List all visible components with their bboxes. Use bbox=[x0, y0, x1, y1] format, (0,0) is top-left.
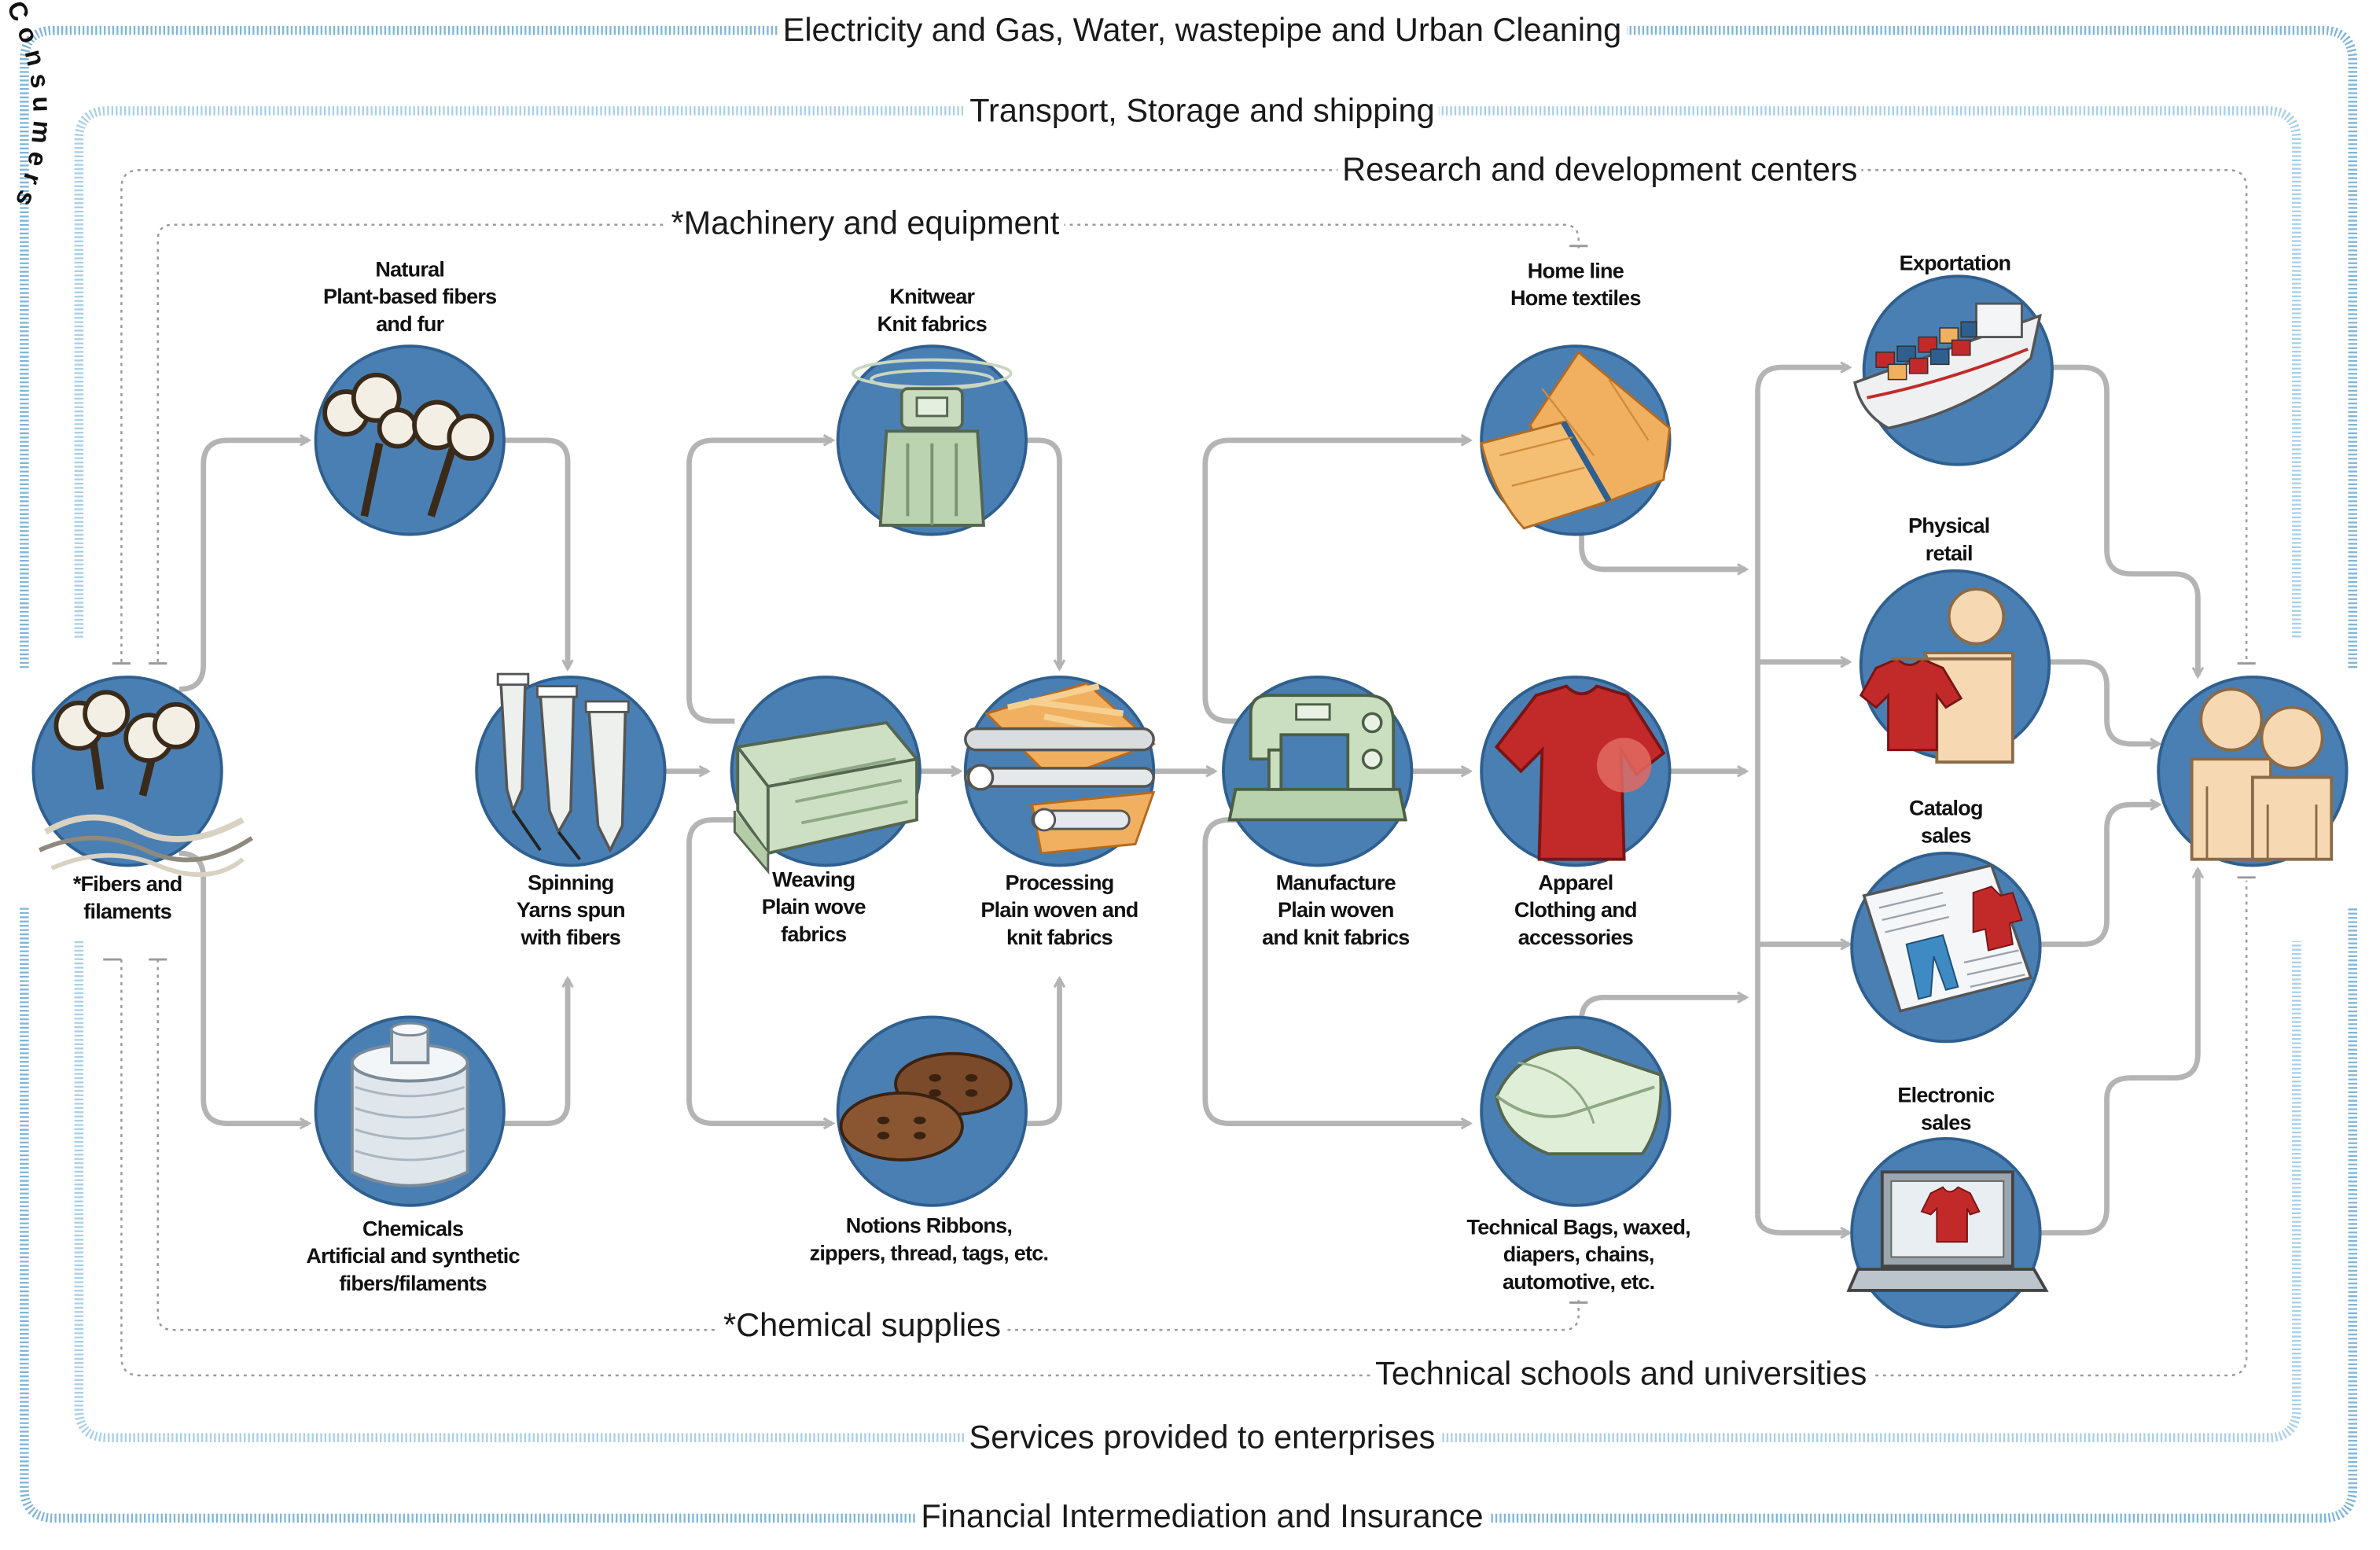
fabric-rollers-icon bbox=[964, 682, 1156, 855]
notions-node bbox=[836, 1015, 1028, 1207]
physical-retail-node bbox=[1859, 569, 2051, 764]
flow-arrows bbox=[178, 367, 2198, 1232]
frame-label-chemical-supplies: *Chemical supplies bbox=[719, 1307, 1006, 1344]
spinning-node bbox=[475, 672, 667, 867]
cotton-boll-icon bbox=[39, 690, 254, 878]
spinning-bobbins-icon bbox=[496, 672, 630, 860]
knitwear-node bbox=[836, 344, 1028, 536]
people-icon bbox=[2190, 687, 2334, 861]
laptop-icon bbox=[1846, 1170, 2049, 1292]
label-exportation: Exportation bbox=[1899, 250, 2011, 275]
label-notions: Notions Ribbons,zippers, thread, tags, e… bbox=[809, 1213, 1049, 1265]
frame-label-machinery: *Machinery and equipment bbox=[666, 204, 1065, 241]
exportation-node bbox=[1853, 274, 2054, 466]
cotton-plant-icon bbox=[322, 372, 495, 517]
natural-node bbox=[314, 344, 506, 536]
consumers-text: Consumers bbox=[2, 0, 50, 218]
thread-spool-icon bbox=[350, 1022, 469, 1187]
sewing-machine-icon bbox=[1227, 694, 1407, 822]
label-consumers: Consumers bbox=[2, 0, 57, 218]
chemicals-node bbox=[314, 1015, 506, 1207]
shirt-icon bbox=[1494, 684, 1666, 861]
electronic-sales-node bbox=[1846, 1136, 2049, 1329]
frame-label-research: Research and development centers bbox=[1337, 152, 1863, 189]
frame-label-schools: Technical schools and universities bbox=[1370, 1355, 1872, 1393]
frame-research bbox=[120, 168, 2248, 662]
weaving-node bbox=[730, 676, 921, 875]
loom-icon bbox=[733, 720, 918, 875]
shopper-icon bbox=[1859, 587, 2014, 764]
frame-schools bbox=[120, 880, 2248, 1377]
folded-cloth-icon bbox=[1495, 1046, 1663, 1156]
folded-towels-icon bbox=[1480, 350, 1672, 530]
home-node bbox=[1480, 344, 1672, 536]
label-technical: Technical Bags, waxed,diapers, chains,au… bbox=[1466, 1214, 1690, 1294]
frame-label-services: Services provided to enterprises bbox=[964, 1419, 1440, 1456]
fibers-node bbox=[31, 676, 254, 878]
cargo-ship-icon bbox=[1853, 302, 2042, 430]
svg-text:Consumers: Consumers bbox=[2, 0, 57, 218]
frame-label-financial: Financial Intermediation and Insurance bbox=[916, 1498, 1488, 1535]
apparel-node bbox=[1480, 676, 1672, 867]
knitting-machine-icon bbox=[852, 358, 1013, 527]
frame-label-transport: Transport, Storage and shipping bbox=[965, 92, 1440, 130]
processing-node bbox=[963, 676, 1156, 867]
catalog-icon bbox=[1862, 863, 2033, 1013]
frame-financial bbox=[20, 908, 2358, 1523]
catalog-sales-node bbox=[1850, 852, 2042, 1044]
consumers-node bbox=[2157, 676, 2349, 867]
manufacture-node bbox=[1222, 676, 1414, 867]
buttons-icon bbox=[839, 1051, 1013, 1162]
frame-label-utilities: Electricity and Gas, Water, wastepipe an… bbox=[778, 12, 1627, 49]
technical-node bbox=[1480, 1015, 1672, 1207]
